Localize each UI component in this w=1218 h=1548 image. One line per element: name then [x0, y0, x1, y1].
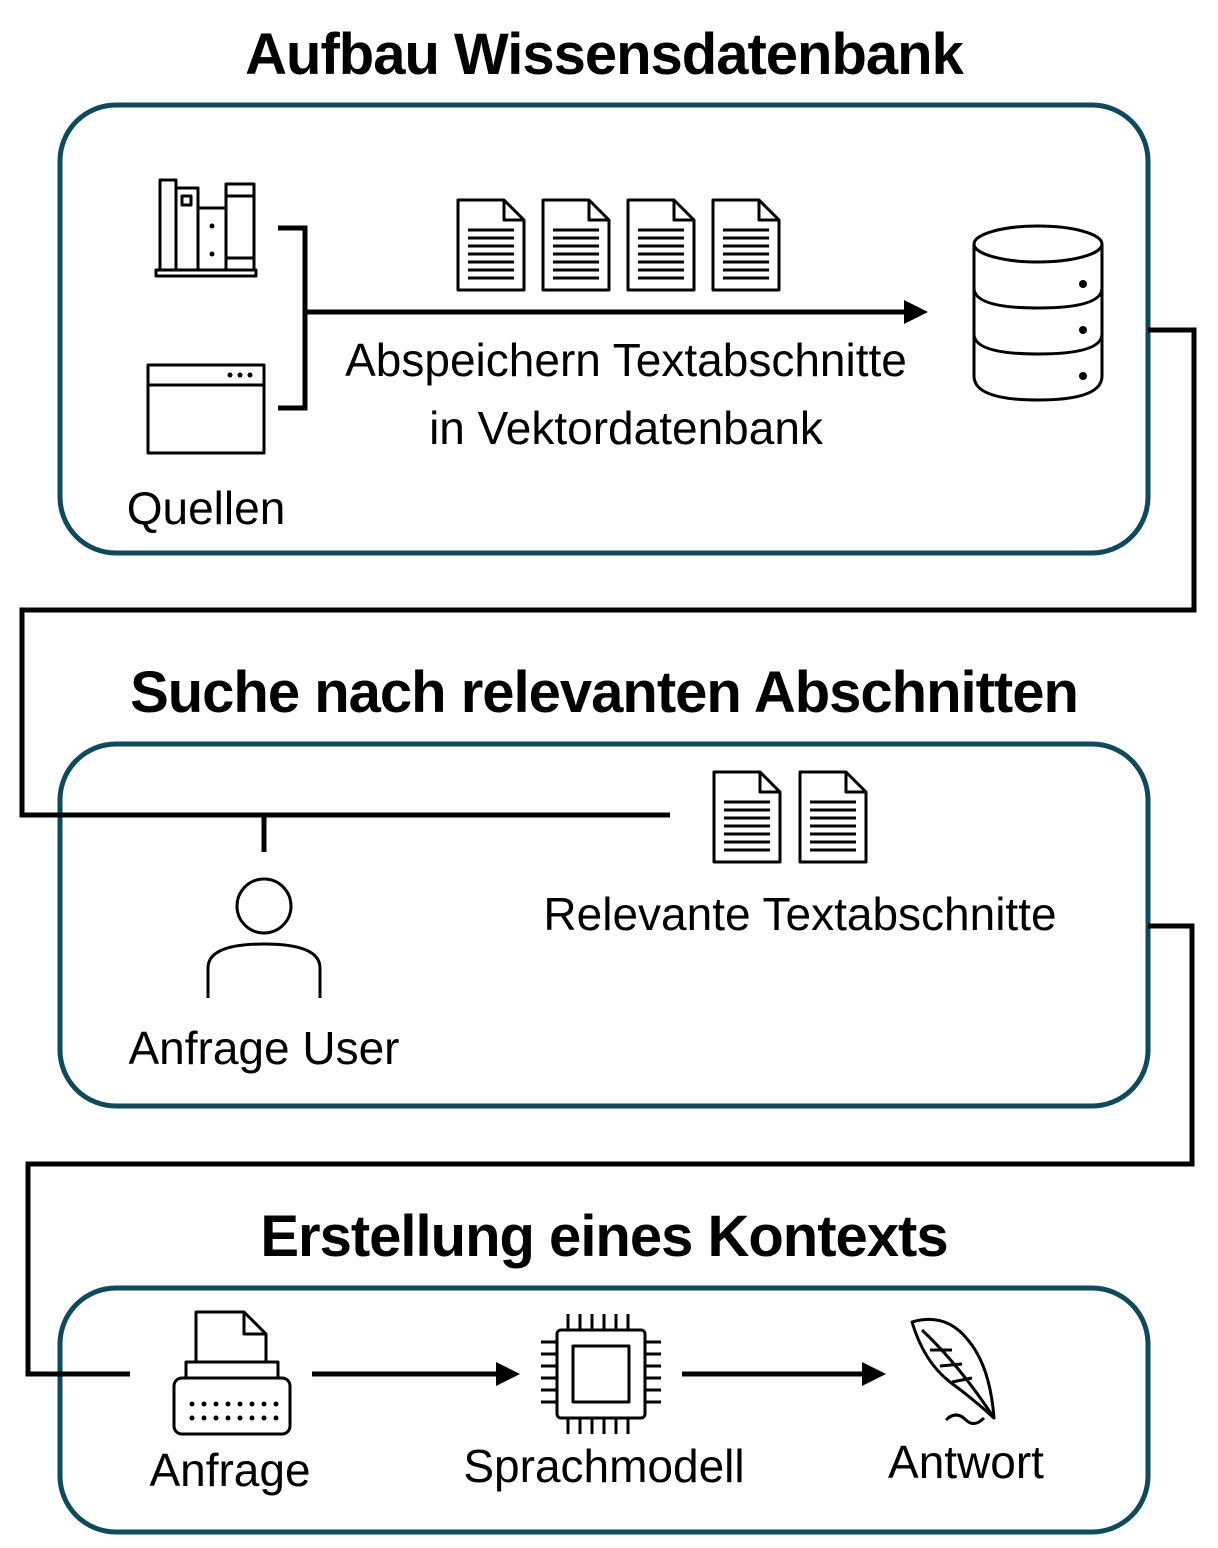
arrow-model-to-answer-head [862, 1362, 886, 1386]
cpu-chip-icon [541, 1314, 661, 1434]
typewriter-icon [172, 1310, 292, 1436]
store-label-line1: Abspeichern Textabschnitte [345, 334, 907, 386]
section-title-search: Suche nach relevanten Abschnitten [130, 660, 1078, 725]
answer-label: Antwort [888, 1436, 1044, 1488]
panel-context [57, 1285, 1151, 1535]
request-label: Anfrage [149, 1444, 310, 1496]
section-title-knowledge-base: Aufbau Wissensdatenbank [245, 22, 964, 87]
store-arrow-head [904, 300, 928, 324]
store-label-line2: in Vektordatenbank [429, 402, 824, 454]
sources-label: Quellen [127, 482, 286, 534]
arrow-request-to-model-head [496, 1362, 520, 1386]
user-request-label: Anfrage User [128, 1022, 399, 1074]
database-icon [972, 224, 1104, 402]
user-icon [206, 815, 322, 998]
books-icon [154, 178, 258, 278]
section-title-context: Erstellung eines Kontexts [260, 1204, 947, 1269]
browser-window-icon [146, 363, 266, 455]
sources-bracket [278, 225, 308, 411]
quill-pen-icon [910, 1317, 996, 1425]
relevant-sections-label: Relevante Textabschnitte [543, 888, 1056, 940]
language-model-label: Sprachmodell [463, 1440, 744, 1492]
